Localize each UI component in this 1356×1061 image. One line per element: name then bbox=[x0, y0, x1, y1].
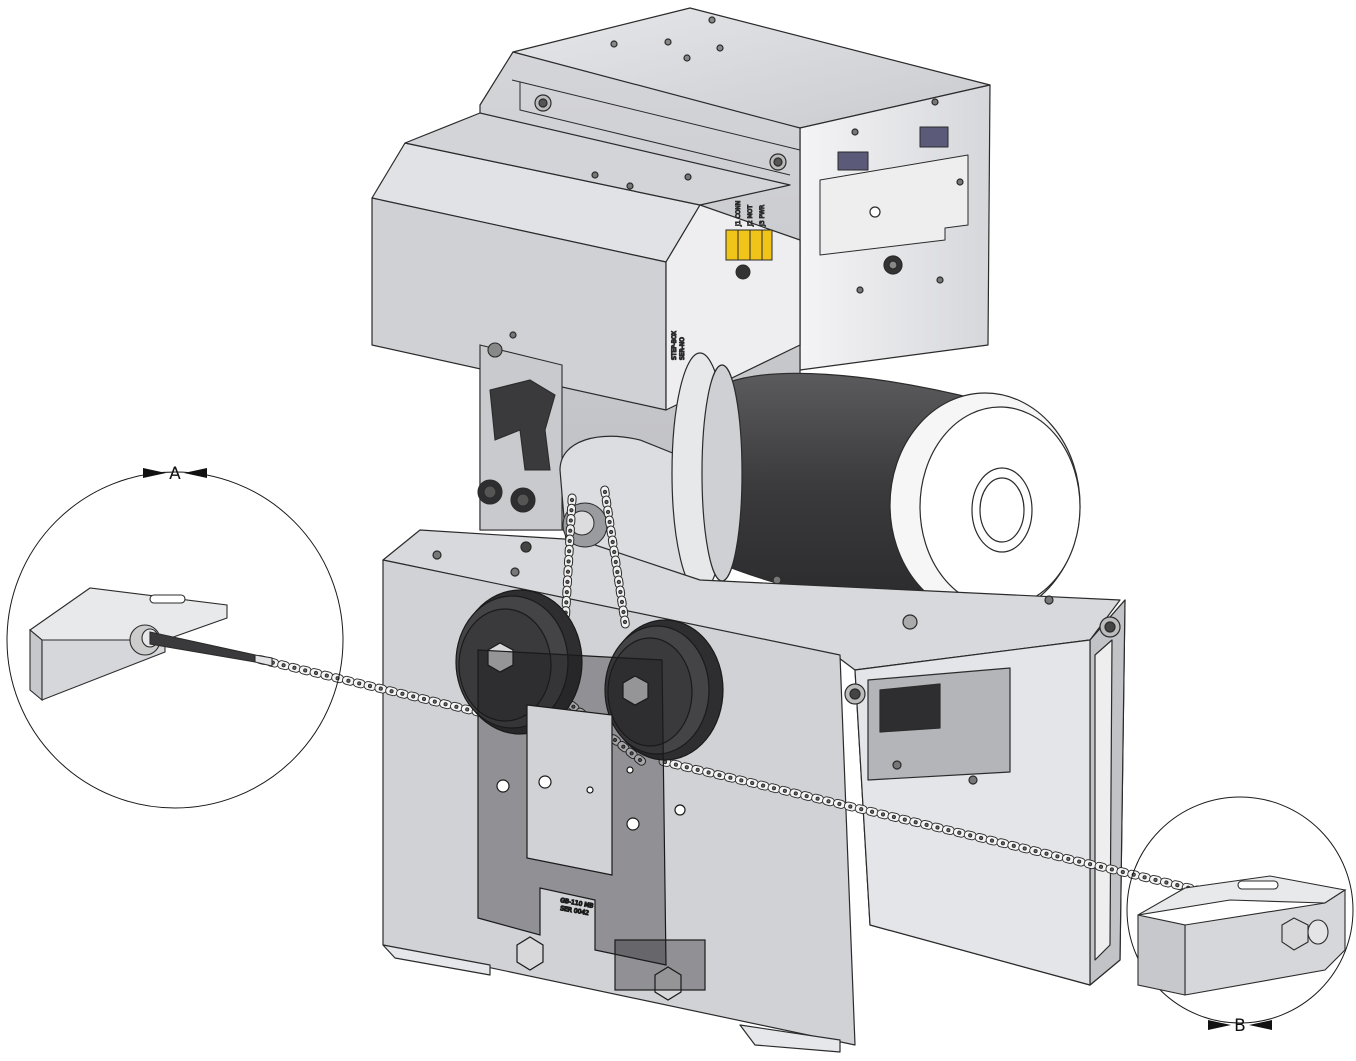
detail-letter-b: B bbox=[1234, 1016, 1246, 1036]
chain-link bbox=[1061, 854, 1075, 864]
detail-letter-a: A bbox=[169, 464, 181, 484]
chain-link bbox=[1072, 856, 1086, 867]
detail-view-a bbox=[6, 471, 344, 809]
arrow-a-right bbox=[184, 468, 207, 478]
chain-link bbox=[562, 585, 572, 599]
chain-link bbox=[1170, 880, 1184, 891]
chain-link bbox=[1051, 851, 1064, 862]
chain-link bbox=[778, 785, 792, 796]
detail-label-a: A bbox=[143, 464, 207, 484]
arrow-b-right bbox=[1249, 1020, 1272, 1030]
chain-link bbox=[601, 495, 612, 509]
chain-link bbox=[566, 513, 576, 527]
chain-link bbox=[920, 819, 933, 830]
idler-pulleys bbox=[455, 589, 724, 761]
chain-link bbox=[822, 796, 835, 807]
chain-link bbox=[618, 605, 629, 619]
arrow-b-left bbox=[1208, 1020, 1231, 1030]
chain-link bbox=[1138, 872, 1151, 883]
chain-link bbox=[843, 801, 857, 812]
cover-label-line-1: STEP-BOX bbox=[671, 331, 678, 360]
chain-link bbox=[898, 814, 912, 825]
chain-link bbox=[320, 670, 334, 681]
main-chain bbox=[255, 655, 1217, 898]
chain-link bbox=[600, 485, 610, 499]
chain-link bbox=[288, 662, 301, 673]
chain-link bbox=[385, 686, 398, 697]
chain-link bbox=[931, 822, 944, 833]
chain-link bbox=[352, 678, 366, 689]
chain-link bbox=[1160, 877, 1173, 888]
chain-link bbox=[620, 615, 630, 629]
chain-link bbox=[565, 534, 575, 548]
detail-view-b bbox=[1126, 796, 1354, 1024]
chain-link bbox=[277, 660, 290, 671]
detail-b-bracket bbox=[1137, 875, 1347, 996]
terminal-text-3: J3 PWR bbox=[759, 205, 766, 227]
chain-link bbox=[691, 764, 705, 775]
side-mount-plate bbox=[819, 154, 969, 256]
chain-link bbox=[607, 535, 618, 549]
chain-link bbox=[996, 838, 1010, 849]
chain-link bbox=[563, 554, 574, 568]
detail-a-bracket bbox=[29, 587, 273, 702]
left-gearbox bbox=[477, 342, 563, 531]
terminal-text-2: J2 MOT bbox=[747, 205, 754, 227]
chain-link bbox=[460, 704, 474, 715]
cover-label-line-2: SER-NO bbox=[679, 337, 686, 360]
chain-link bbox=[745, 778, 759, 788]
chain-link bbox=[767, 783, 781, 794]
chain-link bbox=[876, 809, 890, 820]
terminal-text-1: J1 CONN bbox=[735, 201, 742, 227]
detail-label-b: B bbox=[1208, 1016, 1272, 1036]
chain-link bbox=[1040, 848, 1053, 859]
chain-link bbox=[633, 754, 647, 766]
arrow-a-left bbox=[143, 468, 166, 478]
chain-link bbox=[854, 804, 868, 815]
chain-link bbox=[363, 681, 377, 691]
chain-link bbox=[1149, 874, 1162, 885]
chain-link bbox=[331, 673, 344, 684]
transparent-bracket: GB-110 MB SER 0042 bbox=[477, 649, 706, 1001]
chain-link bbox=[1083, 859, 1097, 870]
terminal-block: J1 CONN J2 MOT J3 PWR bbox=[725, 200, 773, 280]
chain-link bbox=[625, 747, 638, 760]
chain-link bbox=[439, 699, 452, 710]
